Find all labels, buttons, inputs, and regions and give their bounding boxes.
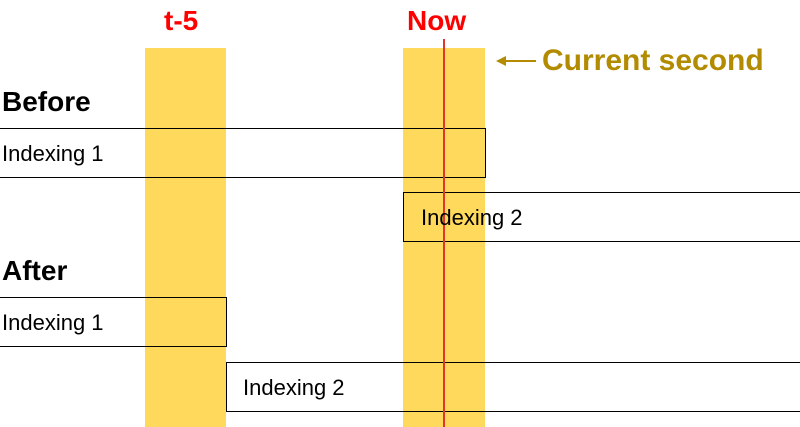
after-indexing-1-label: Indexing 1 (2, 310, 104, 335)
before-indexing-1-label: Indexing 1 (2, 141, 104, 166)
t5-column-label: t-5 (164, 5, 199, 36)
after-indexing-2-label: Indexing 2 (243, 375, 345, 400)
after-indexing-1-bar (0, 297, 227, 347)
t5-highlight-band (145, 48, 226, 427)
after-indexing-2-bar (226, 362, 800, 412)
after-section-title: After (2, 255, 68, 286)
current-second-label: Current second (542, 44, 764, 77)
now-marker-line (443, 39, 445, 427)
before-indexing-2-bar (403, 192, 800, 242)
before-section-title: Before (2, 86, 91, 117)
now-column-label: Now (407, 5, 467, 36)
before-indexing-2-label: Indexing 2 (421, 205, 523, 230)
left-arrow-icon (496, 56, 536, 66)
before-indexing-1-bar (0, 128, 486, 178)
current-second-annotation: Current second (496, 43, 764, 79)
